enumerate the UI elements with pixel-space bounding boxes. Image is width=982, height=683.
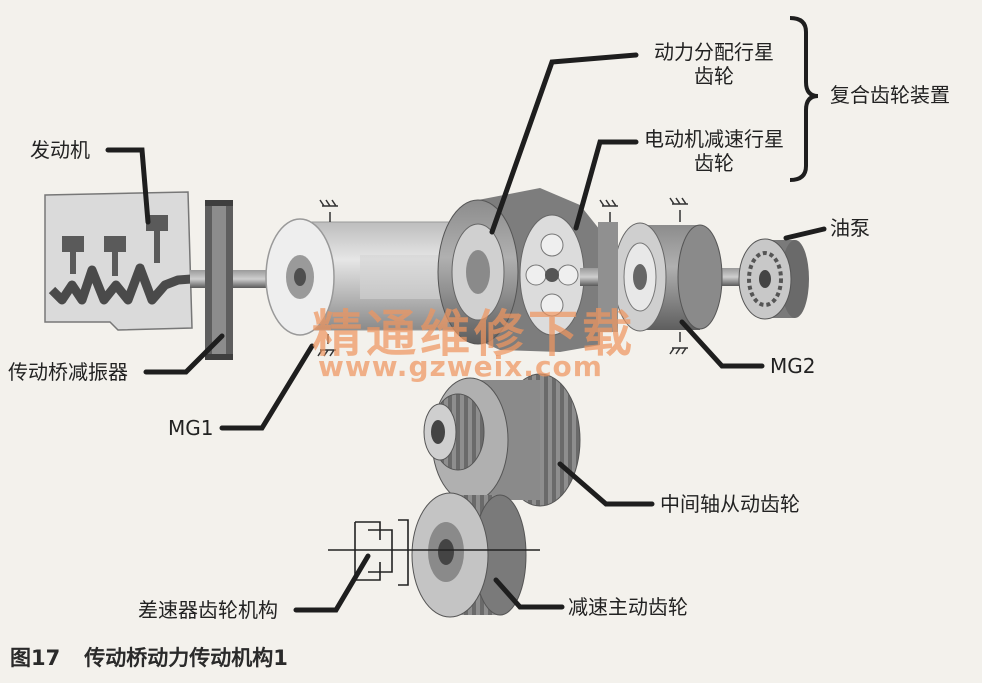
figure-caption: 图17 传动桥动力传动机构1: [10, 642, 288, 672]
mount-ticks: [317, 197, 688, 357]
label-oil-pump: 油泵: [830, 216, 870, 240]
label-differential: 差速器齿轮机构: [138, 598, 278, 622]
label-engine: 发动机: [30, 138, 90, 162]
leader-oil-pump: [783, 226, 827, 241]
leader-mg2: [679, 319, 765, 369]
label-mg1: MG1: [168, 416, 214, 440]
label-mg2: MG2: [770, 354, 816, 378]
caption-number: 图17: [10, 646, 61, 670]
leader-differential: [293, 553, 371, 613]
leader-engine: [105, 147, 151, 225]
label-counter-driven-gear: 中间轴从动齿轮: [660, 492, 800, 516]
label-damper: 传动桥减振器: [8, 360, 128, 384]
watermark-url: www.gzweix.com: [318, 350, 603, 383]
leader-motor-reduction: [573, 139, 639, 231]
label-motor-reduction-line2: 齿轮: [694, 151, 734, 175]
planetary-housing: [437, 188, 600, 352]
transaxle-damper: [205, 200, 233, 360]
watermark-cn: 精通维修下载: [312, 304, 636, 363]
compound-gear-brace: [789, 16, 819, 182]
engine: [44, 191, 206, 331]
leader-power-split: [489, 52, 639, 235]
label-motor-reduction-line1: 电动机减速行星: [644, 127, 784, 151]
label-power-split: 动力分配行星 齿轮: [634, 40, 794, 88]
label-power-split-line2: 齿轮: [694, 64, 734, 88]
oil-pump: [738, 238, 809, 320]
leader-counter-gear: [557, 461, 655, 507]
leader-lines: [105, 52, 827, 613]
caption-title: 传动桥动力传动机构1: [84, 646, 288, 670]
label-reduction-drive-gear: 减速主动齿轮: [568, 595, 688, 619]
leader-damper: [143, 333, 225, 375]
differential-schematic: [328, 519, 540, 586]
reduction-drive-gear: [411, 492, 527, 618]
mg2-motor: [598, 222, 723, 332]
leader-mg1: [219, 343, 315, 431]
label-motor-reduction: 电动机减速行星 齿轮: [634, 127, 794, 175]
label-power-split-line1: 动力分配行星: [654, 40, 774, 64]
counter-driven-gear: [423, 373, 581, 507]
leader-reduction-gear: [493, 577, 565, 610]
label-compound-gear: 复合齿轮装置: [830, 83, 950, 107]
